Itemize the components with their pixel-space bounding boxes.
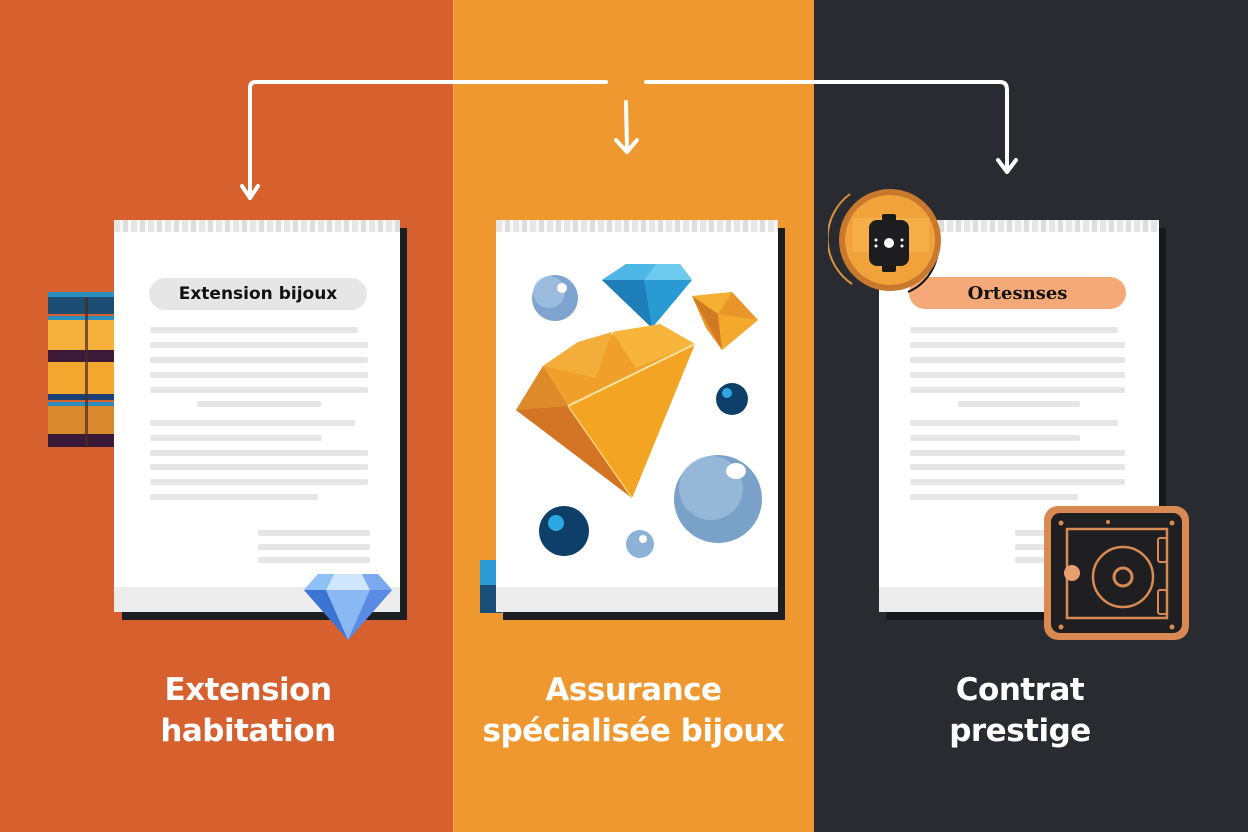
text-line bbox=[910, 479, 1125, 485]
watch-badge-icon bbox=[826, 184, 948, 294]
document-label-pill: Extension bijoux bbox=[149, 278, 367, 310]
text-line bbox=[910, 420, 1118, 426]
sphere-icon bbox=[532, 275, 578, 321]
caption-line: prestige bbox=[949, 713, 1091, 749]
text-line bbox=[150, 327, 358, 333]
text-line bbox=[910, 435, 1080, 441]
text-line bbox=[258, 530, 370, 536]
text-line bbox=[910, 387, 1125, 393]
gems-illustration bbox=[516, 264, 762, 558]
caption-extension-habitation: Extension habitation bbox=[98, 670, 398, 752]
text-line bbox=[150, 357, 368, 363]
text-line bbox=[150, 387, 368, 393]
document-footer bbox=[496, 587, 778, 612]
text-line bbox=[197, 401, 321, 407]
orange-gem-icon bbox=[692, 292, 758, 350]
large-sphere-icon bbox=[674, 455, 762, 543]
text-line bbox=[150, 479, 368, 485]
text-line bbox=[150, 464, 368, 470]
text-line bbox=[910, 357, 1125, 363]
diamond-icon bbox=[304, 572, 392, 642]
text-line bbox=[958, 401, 1080, 407]
safe-vault-icon bbox=[1043, 505, 1190, 641]
text-line bbox=[910, 372, 1125, 378]
torn-edge bbox=[879, 220, 1159, 232]
caption-assurance-specialisee: Assurance spécialisée bijoux bbox=[453, 670, 814, 752]
text-line bbox=[910, 464, 1125, 470]
caption-line: habitation bbox=[160, 713, 336, 749]
large-gold-gem-icon bbox=[516, 324, 696, 499]
text-line bbox=[258, 544, 370, 550]
small-sphere-icon bbox=[626, 530, 654, 558]
text-line bbox=[150, 420, 355, 426]
blue-diamond-icon bbox=[602, 264, 692, 328]
text-line bbox=[150, 494, 318, 500]
caption-contrat-prestige: Contrat prestige bbox=[870, 670, 1170, 752]
dark-pearl-icon bbox=[539, 506, 589, 556]
text-line bbox=[150, 450, 368, 456]
caption-line: Contrat bbox=[955, 672, 1085, 708]
striped-book-icon bbox=[48, 292, 114, 447]
text-line bbox=[910, 327, 1118, 333]
caption-line: Assurance bbox=[545, 672, 722, 708]
text-line bbox=[150, 372, 368, 378]
text-line bbox=[910, 494, 1078, 500]
caption-line: spécialisée bijoux bbox=[482, 713, 785, 749]
caption-line: Extension bbox=[164, 672, 332, 708]
text-line bbox=[150, 435, 322, 441]
text-line bbox=[150, 342, 368, 348]
text-line bbox=[910, 450, 1125, 456]
torn-edge bbox=[114, 220, 400, 232]
text-line bbox=[258, 557, 370, 563]
document-label: Ortesnses bbox=[967, 282, 1068, 304]
document-extension-bijoux: Extension bijoux bbox=[114, 220, 400, 612]
document-label: Extension bijoux bbox=[178, 284, 338, 304]
dark-pearl-icon bbox=[716, 383, 748, 415]
torn-edge bbox=[496, 220, 778, 232]
text-line bbox=[910, 342, 1125, 348]
document-label-pill: Ortesnses bbox=[909, 277, 1126, 309]
